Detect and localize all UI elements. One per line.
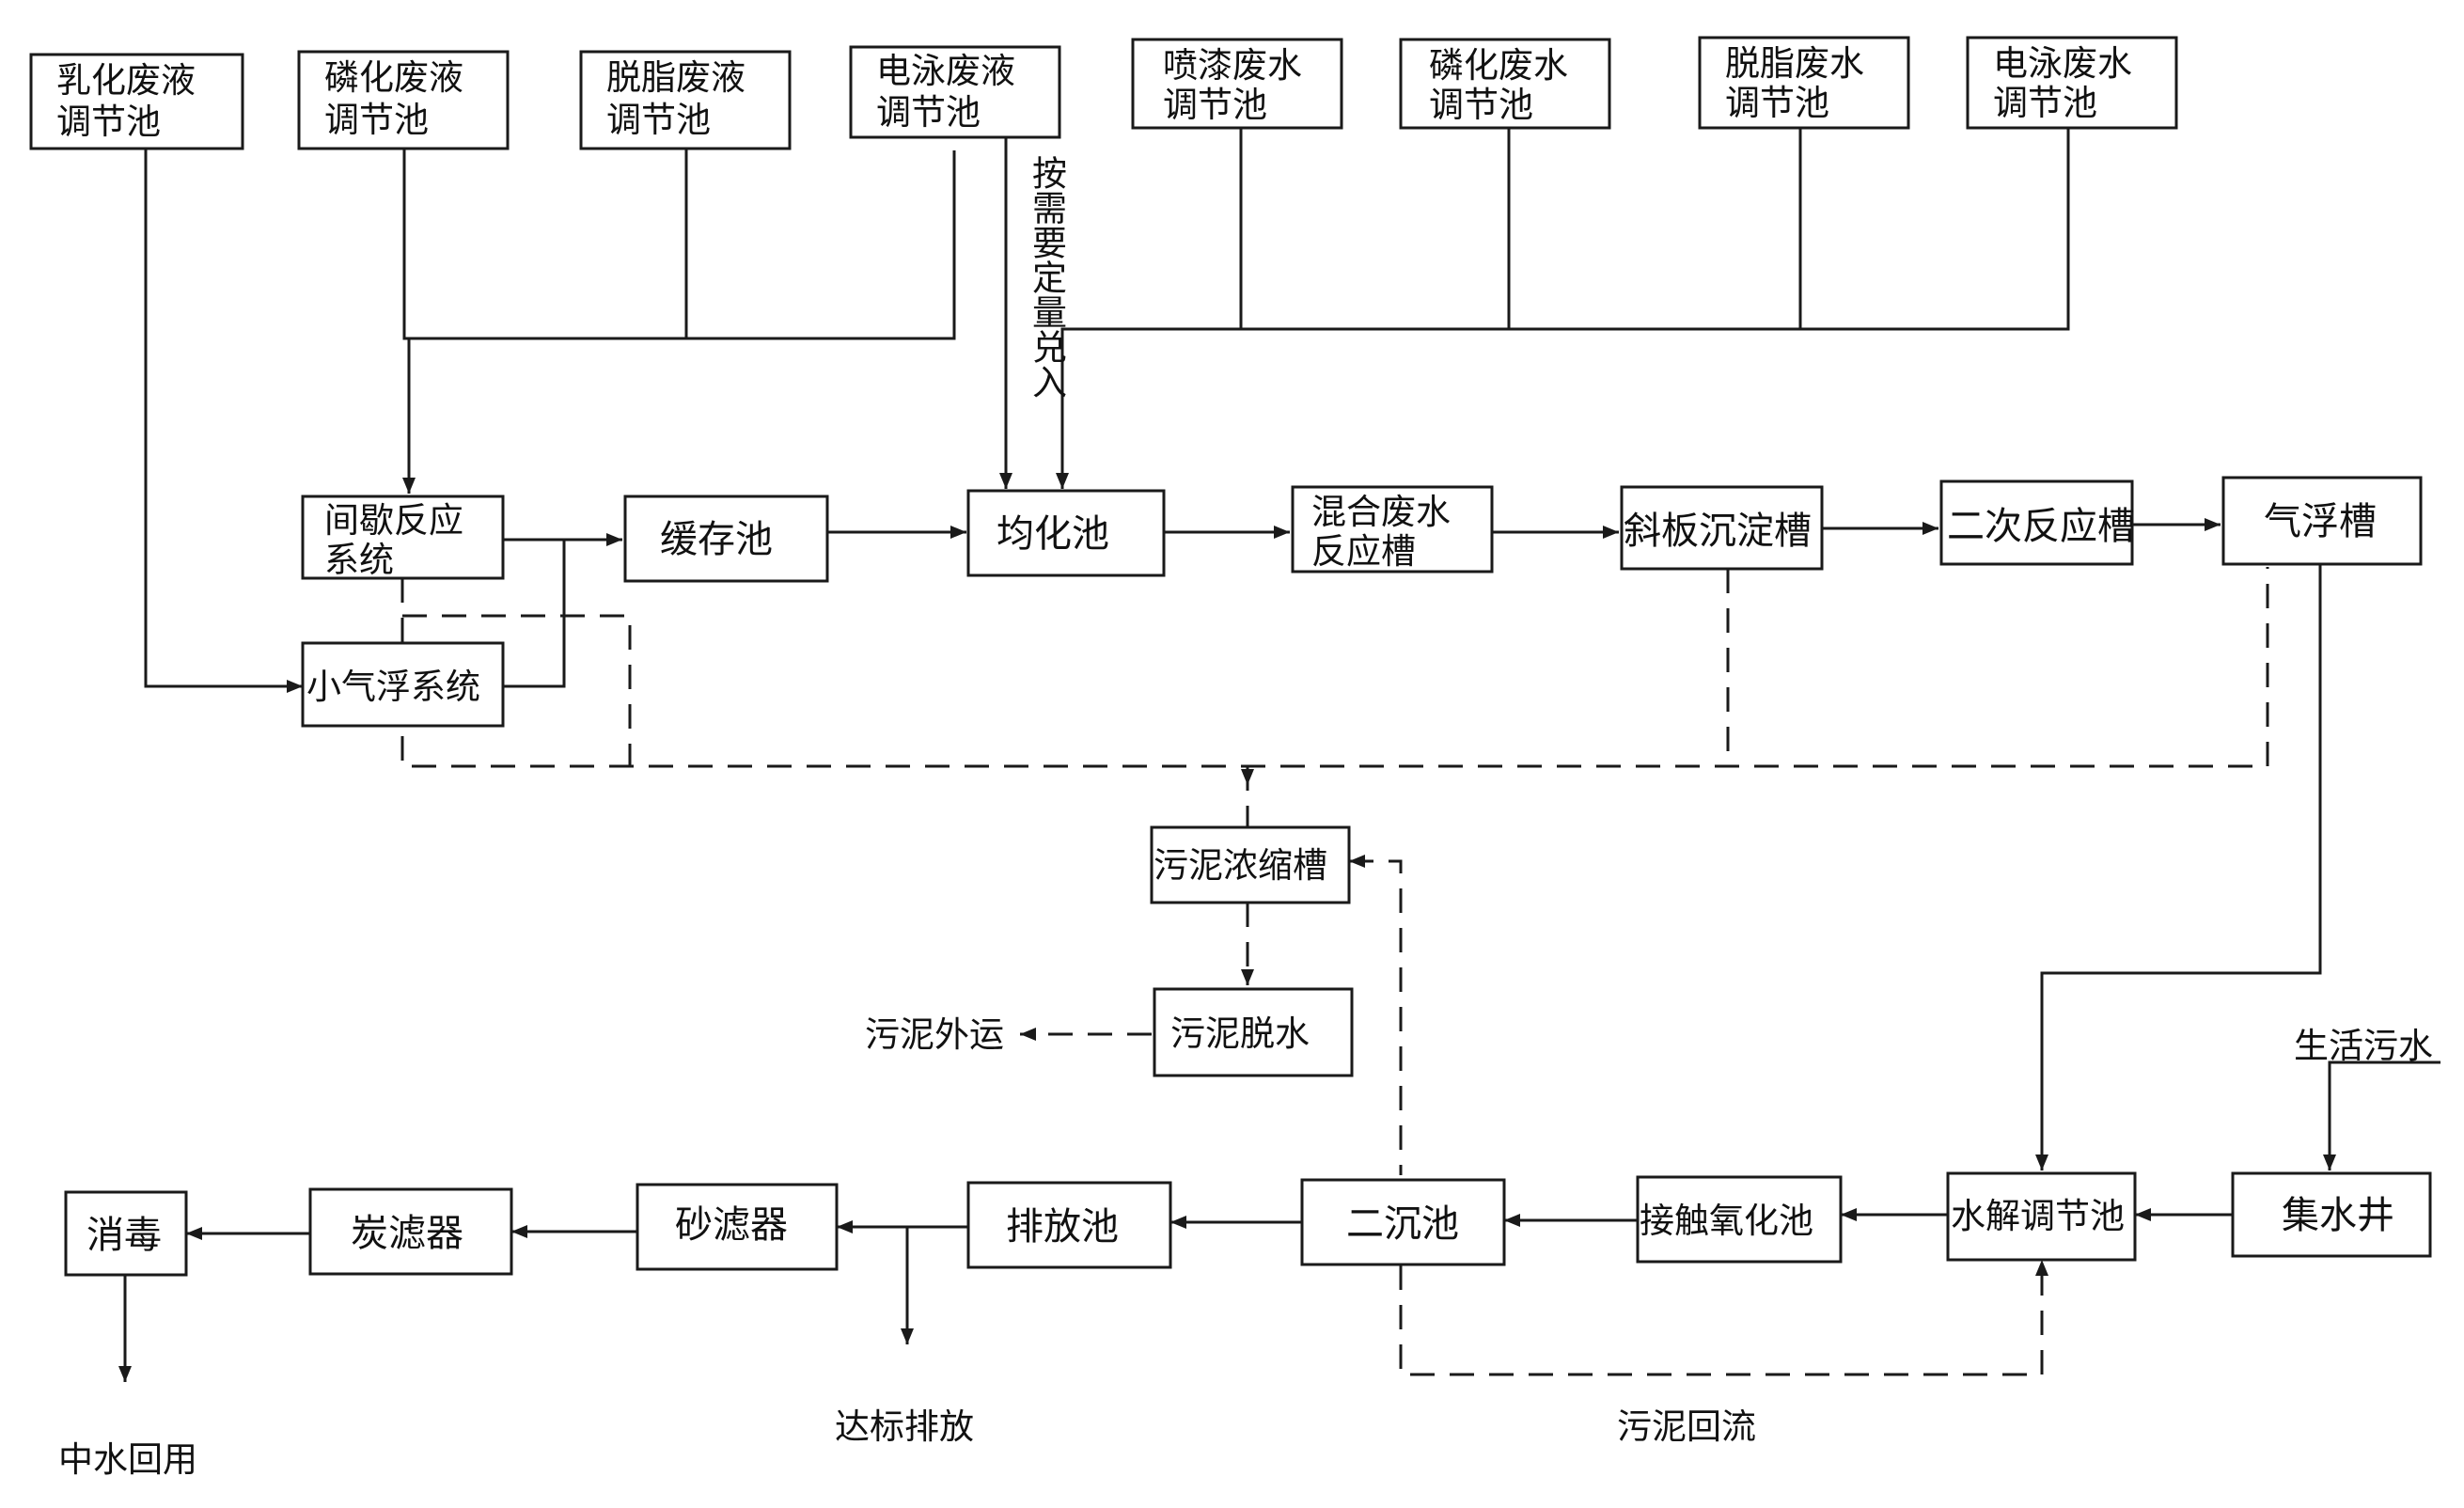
small-flotation-label: 小气浮系统: [306, 667, 480, 707]
discharge-pool-label: 排放池: [1006, 1205, 1119, 1249]
tank-phosph-water-line1: 磷化废水: [1429, 45, 1568, 86]
sludge-reflux-label: 污泥回流: [1617, 1406, 1756, 1447]
sludge-thickening-label: 污泥浓缩槽: [1154, 845, 1327, 886]
tank-emulsion-line1: 乳化废液: [56, 60, 196, 101]
tank-phosphating-liquid: 磷化废液 调节池: [297, 50, 510, 150]
buffer-pool-label: 缓存池: [660, 518, 773, 561]
hydrolysis-label: 水解调节池: [1951, 1196, 2125, 1236]
contact-oxidation-label: 接触氧化池: [1640, 1201, 1813, 1241]
box-secondary-settling: 二沉池: [1300, 1178, 1506, 1266]
tank-phosph-liquid-line1: 磷化废液: [324, 57, 463, 98]
tank-spray-line2: 调节池: [1163, 85, 1267, 125]
box-discharge-pool: 排放池: [966, 1181, 1172, 1269]
box-small-flotation: 小气浮系统: [301, 641, 505, 728]
box-batch-reaction: 间歇反应 系统: [301, 495, 505, 580]
tank-electro-water-line1: 电泳废水: [1993, 43, 2132, 84]
box-hydrolysis: 水解调节池: [1946, 1171, 2137, 1262]
sludge-export-label: 污泥外运: [865, 1014, 1004, 1055]
secondary-reaction-label: 二次反应槽: [1947, 505, 2135, 548]
tank-degreasing-liquid: 脱脂废液 调节池: [579, 50, 792, 150]
box-equalization-pool: 均化池: [966, 489, 1166, 577]
inclined-settling-label: 斜板沉淀槽: [1624, 510, 1812, 553]
solid-flow-lines: [123, 128, 2440, 1382]
box-flotation-tank: 气浮槽: [2221, 476, 2423, 566]
sand-filter-label: 砂滤器: [675, 1203, 788, 1247]
tank-spray-paint-water: 喷漆废水 调节池: [1131, 38, 1343, 130]
box-sludge-dewatering: 污泥脱水: [1153, 987, 1354, 1077]
tank-electrophoresis-liquid: 电泳废液 调节池: [849, 45, 1061, 139]
tank-degrease-liquid-line1: 脱脂废液: [606, 57, 745, 98]
box-collection-well: 集水井: [2231, 1171, 2432, 1258]
reclaimed-water-reuse-label: 中水回用: [58, 1439, 197, 1480]
box-inclined-settling: 斜板沉淀槽: [1620, 485, 1824, 571]
box-carbon-filter: 炭滤器: [308, 1187, 513, 1276]
tank-degrease-liquid-line2: 调节池: [606, 100, 711, 140]
disinfection-label: 消毒: [86, 1214, 162, 1257]
tank-degrease-water-line1: 脱脂废水: [1725, 43, 1864, 84]
tank-emulsion-line2: 调节池: [56, 102, 161, 142]
box-sludge-thickening: 污泥浓缩槽: [1150, 825, 1351, 904]
flow-arrows: [118, 473, 2336, 1382]
tank-electro-liquid-line1: 电泳废液: [876, 51, 1015, 91]
dosing-note: 按需要定量兑入: [1027, 155, 1067, 399]
tank-electro-water-line2: 调节池: [1993, 83, 2097, 123]
compliant-discharge-label: 达标排放: [835, 1406, 974, 1447]
tank-phosph-water-line2: 调节池: [1429, 85, 1533, 125]
box-disinfection: 消毒: [64, 1190, 188, 1277]
tank-degrease-water-line2: 调节池: [1725, 83, 1829, 123]
domestic-sewage-label: 生活污水: [2294, 1026, 2433, 1066]
tank-emulsion-liquid: 乳化废液 调节池: [29, 53, 244, 150]
tank-phosphating-water: 磷化废水 调节池: [1399, 38, 1611, 130]
tank-degreasing-water: 脱脂废水 调节池: [1698, 36, 1910, 130]
mixed-reaction-line1: 混合废水: [1311, 492, 1451, 532]
secondary-settling-label: 二沉池: [1346, 1202, 1459, 1246]
tank-spray-line1: 喷漆废水: [1163, 45, 1302, 86]
box-contact-oxidation: 接触氧化池: [1636, 1175, 1843, 1264]
box-mixed-reaction: 混合废水 反应槽: [1291, 485, 1494, 573]
box-secondary-reaction: 二次反应槽: [1939, 479, 2135, 566]
box-buffer-pool: 缓存池: [623, 495, 829, 583]
equalization-pool-label: 均化池: [997, 512, 1109, 556]
sludge-dewatering-label: 污泥脱水: [1170, 1013, 1310, 1054]
batch-reaction-line1: 间歇反应: [324, 500, 463, 541]
mixed-reaction-line2: 反应槽: [1311, 531, 1416, 572]
tank-electrophoresis-water: 电泳废水 调节池: [1966, 36, 2178, 130]
batch-reaction-line2: 系统: [324, 540, 394, 580]
tank-phosph-liquid-line2: 调节池: [324, 100, 429, 140]
flotation-tank-label: 气浮槽: [2264, 500, 2377, 543]
carbon-filter-label: 炭滤器: [351, 1212, 463, 1255]
box-sand-filter: 砂滤器: [636, 1183, 839, 1271]
tank-electro-liquid-line2: 调节池: [876, 92, 981, 133]
collection-well-label: 集水井: [2282, 1194, 2394, 1237]
